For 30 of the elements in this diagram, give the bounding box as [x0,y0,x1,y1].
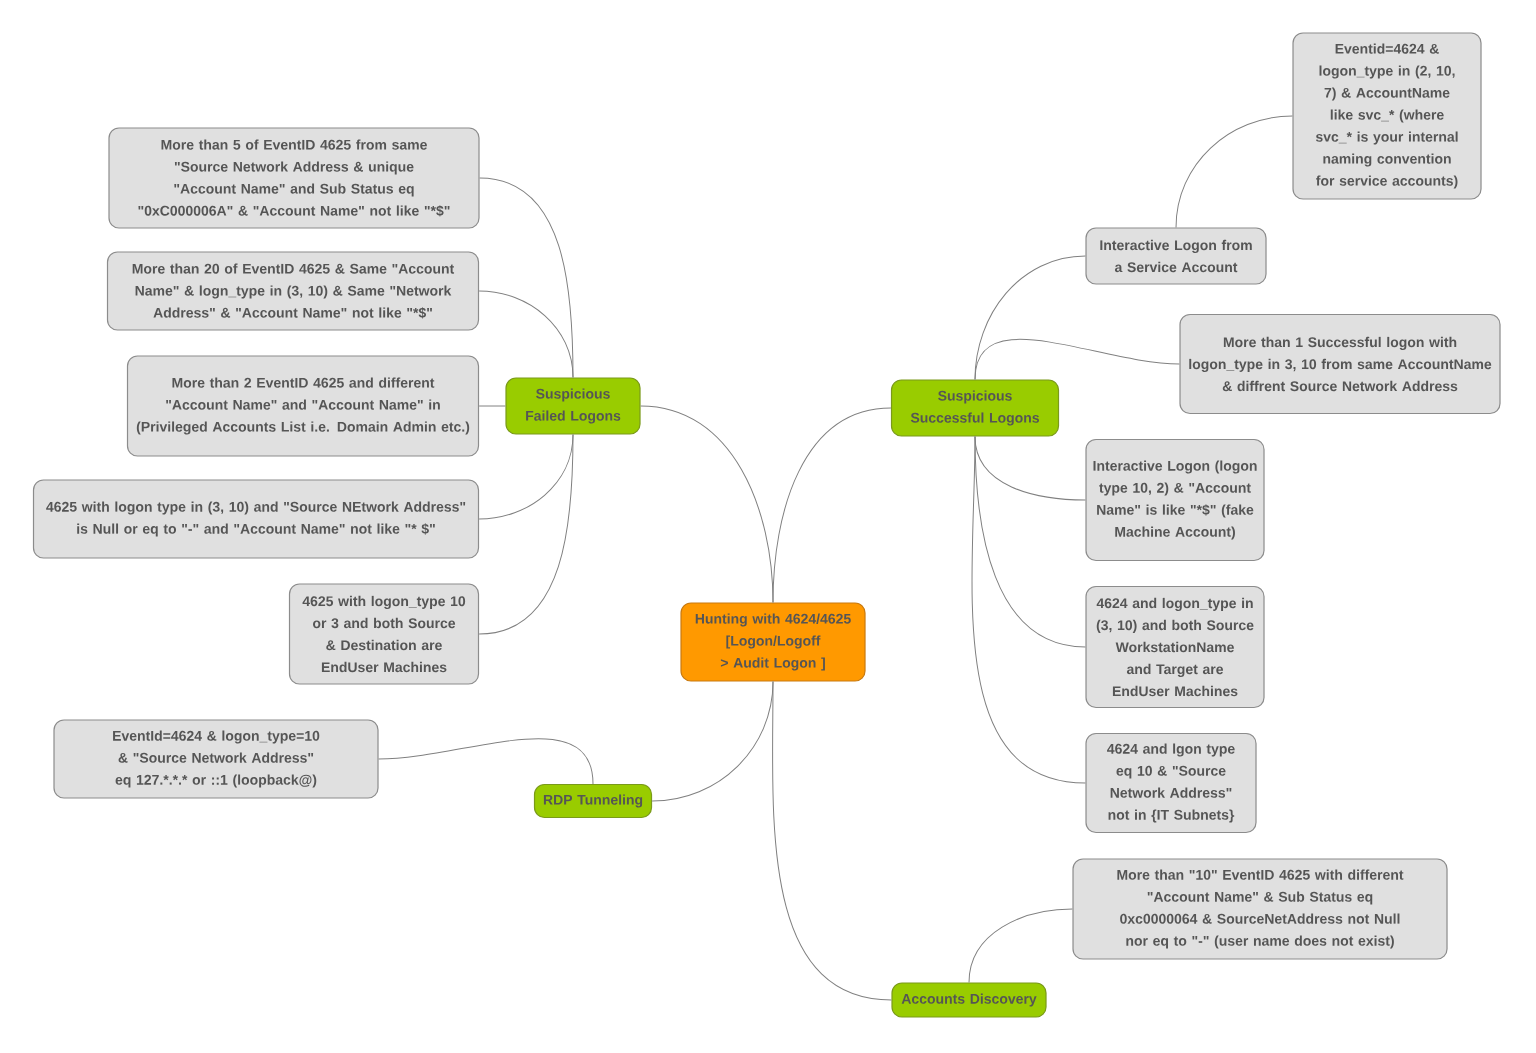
leaf-topic-box: More than 2 EventID 4625 and different "Account Name" and "Account Name" in (Privileged Accounts List i.e. Domain Admin etc.) [126,355,480,457]
connector-curve [478,290,574,378]
leaf-topic-box: Interactive Logon (logon type 10, 2) & "Account Name" is like "*$" (fake Machine Account) [1085,438,1265,562]
leaf-topic-box: 4625 with logon type in (3, 10) and "Source NEtwork Address" is Null or eq to "-" and "Account Name" not like "* $" [32,479,480,559]
central-topic-box: Hunting with 4624/4625 [Logon/Logoff > Audit Logon ] [680,602,866,682]
leaf-topic-box: EventId=4624 & logon_type=10 & "Source Network Address" eq 127.*.*.* or ::1 (loopback@) [53,719,379,799]
leaf-topic-box: 4624 and logon_type in (3, 10) and both Source WorkstationName and Target are EndUser Machines [1085,585,1265,709]
leaf-topic-box: Interactive Logon from a Service Account [1085,227,1267,285]
connector-curve [772,681,892,1001]
connector-curve [971,436,1086,784]
leaf-topic-box: Eventid=4624 & logon_type in (2, 10, 7) & AccountName like svc_* (where svc_* is your internal naming convention for service accounts) [1292,32,1482,200]
branch-topic-box: Accounts Discovery [891,982,1047,1018]
connector-curve [968,908,1073,983]
branch-topic-box: RDP Tunneling [533,783,653,819]
connector-curve [378,738,594,785]
connector-curve [479,177,574,378]
leaf-topic-box: More than 5 of EventID 4625 from same "Source Network Address & unique "Account Name" and Sub Status eq "0xC000006A" & "Account Name" not like "*$" [108,127,480,229]
leaf-topic-box: More than 20 of EventID 4625 & Same "Account Name" & logn_type in (3, 10) & Same "Network Address" & "Account Name" not like "*$" [106,251,480,331]
connector-curve [478,434,574,635]
leaf-topic-box: 4625 with logon_type 10 or 3 and both Source & Destination are EndUser Machines [288,583,480,685]
connector-curve [974,255,1086,380]
connector-curve [478,405,506,407]
connector-curve [1175,115,1293,228]
connector-curve [772,407,892,603]
branch-topic-box: Suspicious Successful Logons [890,379,1060,437]
connector-curve [974,339,1180,380]
leaf-topic-box: More than 1 Successful logon with logon_type in 3, 10 from same AccountName & diffrent Source Network Address [1179,313,1501,415]
leaf-topic-box: 4624 and lgon type eq 10 & "Source Network Address" not in {IT Subnets} [1085,732,1257,834]
branch-topic-box: Suspicious Failed Logons [505,377,641,435]
leaf-topic-box: More than "10" EventID 4625 with different "Account Name" & Sub Status eq 0xc0000064 & SourceNetAddress not Null nor eq to "-" (user name does not exist) [1072,858,1448,960]
